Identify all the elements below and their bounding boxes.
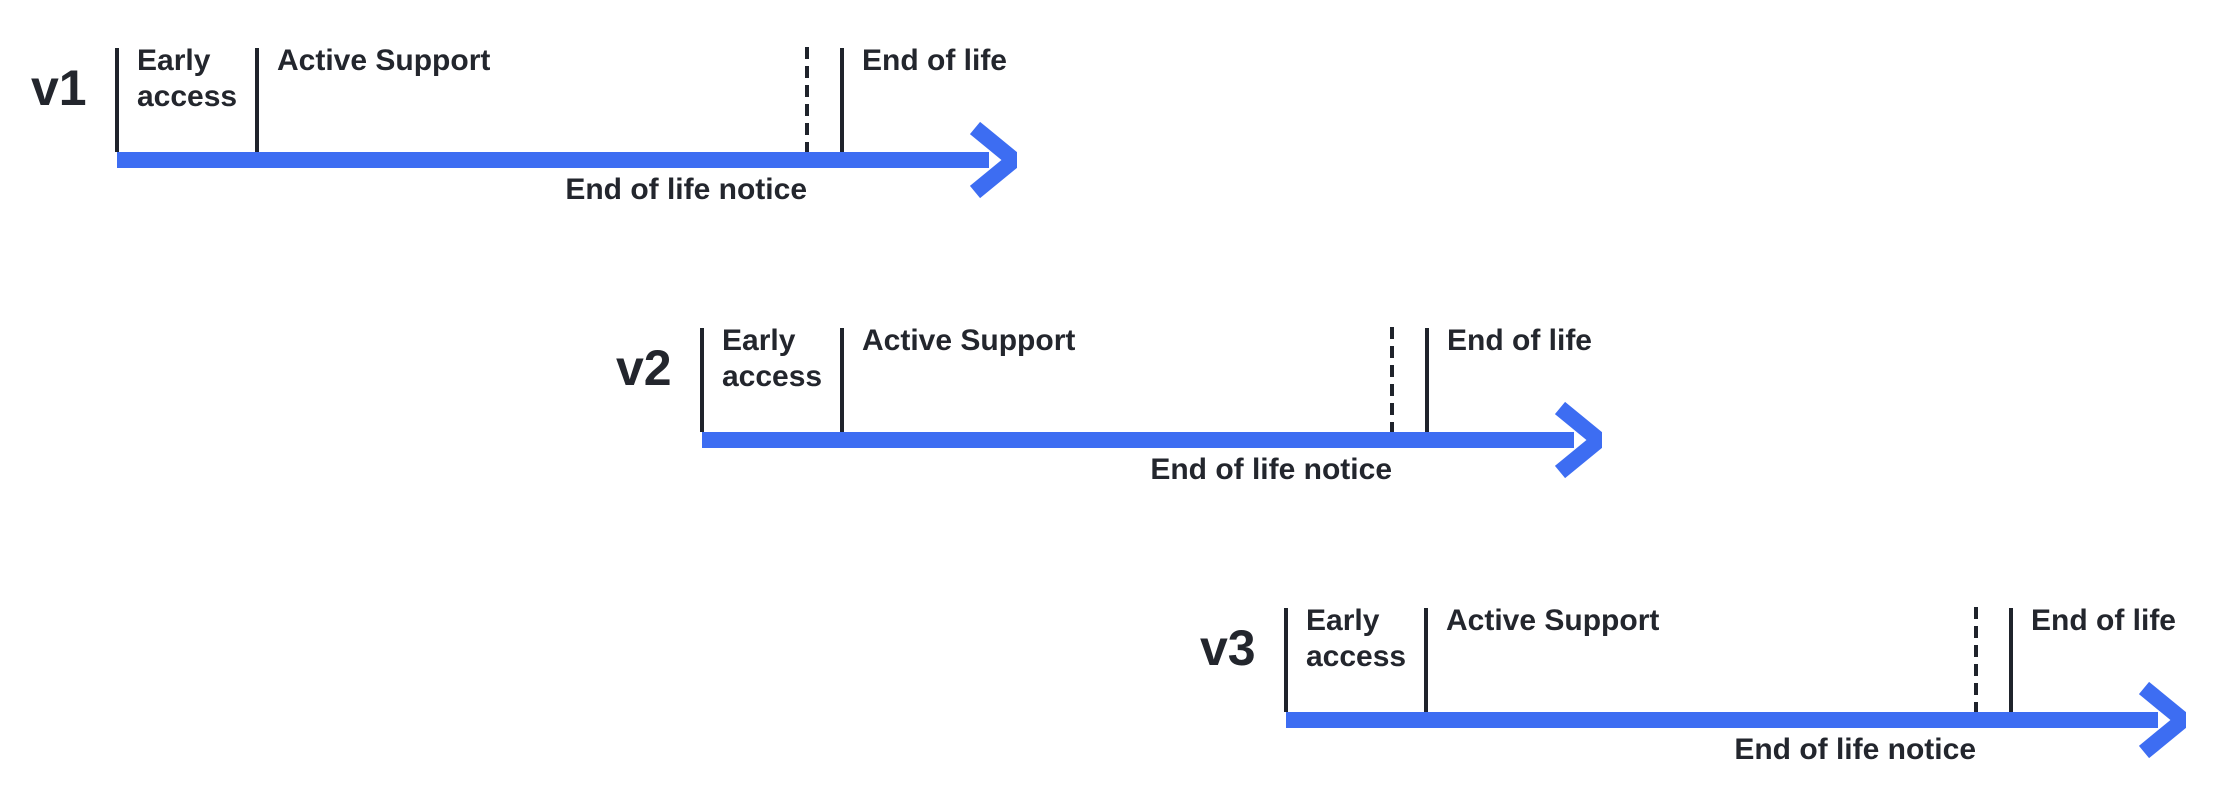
- eol-notice-label: End of life notice: [565, 173, 807, 206]
- stage-label-active-support: Active Support: [277, 44, 491, 77]
- timeline-arrow-bar: [117, 152, 989, 168]
- early-access-tick: [700, 328, 704, 432]
- stage-label-early-access: Early access: [722, 324, 823, 393]
- stage-label-early-access: Early access: [1306, 604, 1407, 673]
- version-label: v1: [31, 60, 87, 116]
- stage-label-active-support: Active Support: [1446, 604, 1660, 637]
- eol-notice-label: End of life notice: [1734, 733, 1976, 766]
- arrowhead-icon: [2138, 681, 2186, 759]
- eol-notice-dashed-line: [805, 47, 809, 153]
- active-support-tick: [840, 328, 844, 432]
- arrowhead-icon: [969, 121, 1017, 199]
- end-of-life-tick: [1425, 328, 1429, 432]
- end-of-life-tick: [2009, 608, 2013, 712]
- version-label: v2: [616, 340, 672, 396]
- version-label: v3: [1200, 620, 1256, 676]
- arrowhead-icon: [1554, 401, 1602, 479]
- early-access-tick: [115, 48, 119, 152]
- timeline-arrow-bar: [1286, 712, 2158, 728]
- eol-notice-dashed-line: [1390, 327, 1394, 433]
- active-support-tick: [255, 48, 259, 152]
- early-access-tick: [1284, 608, 1288, 712]
- stage-label-early-access: Early access: [137, 44, 238, 113]
- stage-label-end-of-life: End of life: [2031, 604, 2176, 637]
- eol-notice-label: End of life notice: [1150, 453, 1392, 486]
- eol-notice-dashed-line: [1974, 607, 1978, 713]
- stage-label-end-of-life: End of life: [862, 44, 1007, 77]
- stage-label-active-support: Active Support: [862, 324, 1076, 357]
- stage-label-end-of-life: End of life: [1447, 324, 1592, 357]
- end-of-life-tick: [840, 48, 844, 152]
- timeline-arrow-bar: [702, 432, 1574, 448]
- active-support-tick: [1424, 608, 1428, 712]
